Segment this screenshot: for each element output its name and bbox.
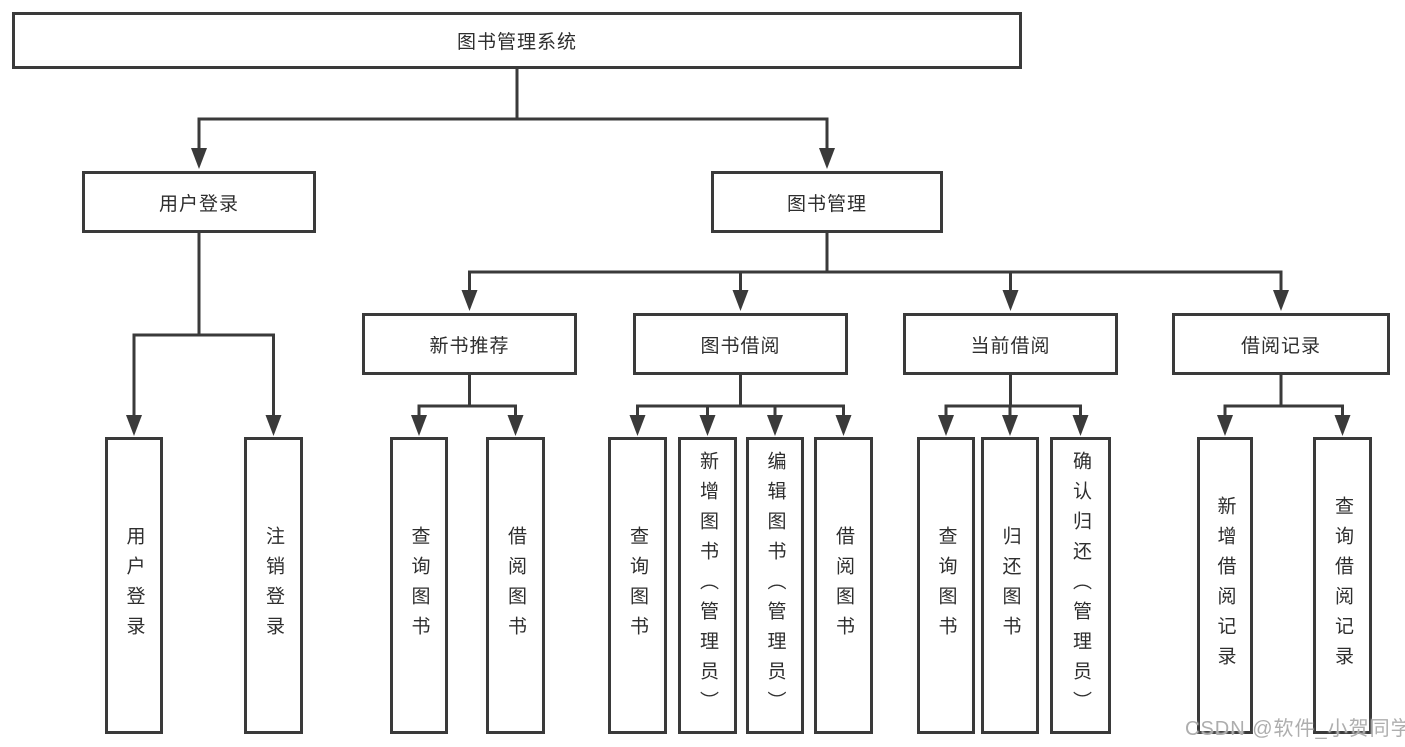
node-leaf-add-books-admin: 新增图书（管理员） bbox=[678, 437, 737, 734]
node-leaf-add-borrow-record: 新增借阅记录 bbox=[1197, 437, 1253, 734]
node-leaf-query-borrow-record: 查询借阅记录 bbox=[1313, 437, 1372, 734]
connector-current-borrowing-to-leaves bbox=[938, 375, 1089, 436]
connector-user-login-to-leaves bbox=[126, 233, 282, 436]
node-leaf-user-login: 用户登录 bbox=[105, 437, 163, 734]
leaf-label: 借阅图书 bbox=[505, 525, 526, 646]
leaf-label: 查询借阅记录 bbox=[1332, 495, 1353, 676]
connector-borrow-records-to-leaves bbox=[1217, 375, 1351, 436]
connector-new-books-to-leaves bbox=[411, 375, 524, 436]
leaf-label: 用户登录 bbox=[123, 525, 145, 646]
connector-root-to-level2 bbox=[191, 69, 835, 169]
leaf-label: 确认归还（管理员） bbox=[1070, 450, 1091, 721]
node-leaf-edit-books-admin: 编辑图书（管理员） bbox=[746, 437, 804, 734]
leaf-label: 查询图书 bbox=[627, 525, 648, 646]
leaf-label: 归还图书 bbox=[999, 525, 1021, 646]
node-leaf-confirm-return-admin: 确认归还（管理员） bbox=[1050, 437, 1111, 734]
node-current-borrowing: 当前借阅 bbox=[903, 313, 1118, 375]
node-user-login: 用户登录 bbox=[82, 171, 316, 233]
csdn-watermark: CSDN @软件_小贺同学 bbox=[1185, 718, 1405, 740]
leaf-label: 编辑图书（管理员） bbox=[764, 450, 786, 721]
node-book-management: 图书管理 bbox=[711, 171, 943, 233]
node-leaf-borrow-books-recommend: 借阅图书 bbox=[486, 437, 545, 734]
node-leaf-query-books-current: 查询图书 bbox=[917, 437, 975, 734]
leaf-label: 注销登录 bbox=[263, 525, 284, 646]
leaf-label: 查询图书 bbox=[935, 525, 957, 646]
leaf-label: 新增图书（管理员） bbox=[697, 450, 718, 721]
leaf-label: 借阅图书 bbox=[833, 525, 854, 646]
node-leaf-query-books-recommend: 查询图书 bbox=[390, 437, 448, 734]
leaf-label: 新增借阅记录 bbox=[1214, 495, 1236, 676]
node-borrow-records: 借阅记录 bbox=[1172, 313, 1390, 375]
leaf-label: 查询图书 bbox=[408, 525, 430, 646]
node-leaf-borrow-books: 借阅图书 bbox=[814, 437, 873, 734]
node-leaf-logout: 注销登录 bbox=[244, 437, 303, 734]
connector-book-management-to-level3 bbox=[461, 233, 1289, 311]
node-leaf-query-books-borrowing: 查询图书 bbox=[608, 437, 667, 734]
connector-book-borrowing-to-leaves bbox=[629, 375, 852, 436]
node-new-book-recommendation: 新书推荐 bbox=[362, 313, 577, 375]
node-leaf-return-books: 归还图书 bbox=[981, 437, 1039, 734]
node-library-management-system: 图书管理系统 bbox=[12, 12, 1022, 69]
node-book-borrowing: 图书借阅 bbox=[633, 313, 848, 375]
